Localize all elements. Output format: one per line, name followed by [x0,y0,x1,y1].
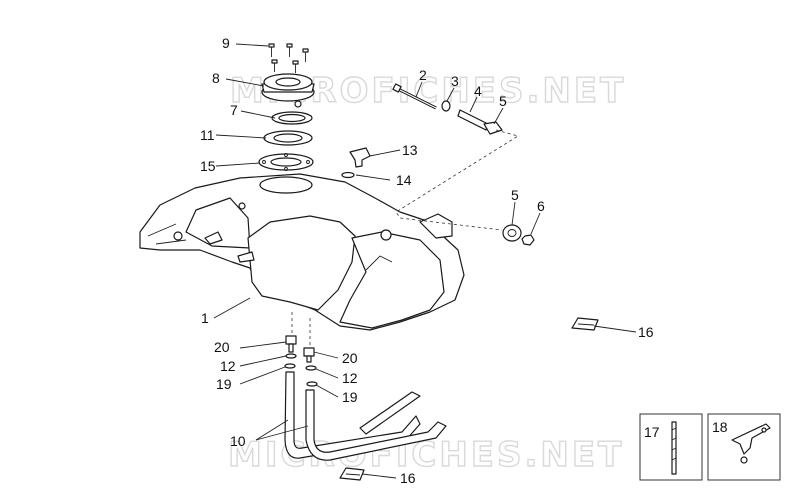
callout-3: 3 [451,73,459,89]
spacer-tube [457,109,489,131]
washer [441,100,451,112]
callout-19-right: 19 [342,389,358,405]
callout-4: 4 [474,83,482,99]
rubber-bushing-upper [483,121,503,135]
callout-11: 11 [200,127,215,143]
callout-12-left: 12 [220,358,236,374]
rubber-pad-lower [339,467,365,481]
o-ring-left [285,353,297,359]
inset-box-18 [707,413,781,481]
callout-18: 18 [712,419,728,435]
callout-20-right: 20 [342,350,358,366]
callout-8: 8 [212,70,220,86]
callout-17: 17 [644,424,660,440]
o-ring-right [305,365,317,371]
callout-14: 14 [396,172,412,188]
rubber-bushing-lower [502,224,522,242]
inset-box-17 [639,413,703,481]
callout-16-upper: 16 [638,324,654,340]
outlet-fitting-right [303,347,315,363]
small-o-ring [341,171,355,179]
nut [521,234,535,246]
callout-7: 7 [230,102,238,118]
filler-flange [263,130,313,146]
flange-seal [258,153,314,171]
callout-2: 2 [419,67,427,83]
callout-9: 9 [222,35,230,51]
rubber-pad-upper [571,317,599,331]
callout-19-left: 19 [216,376,232,392]
fuel-tank [139,173,465,331]
leader-lines [213,43,637,479]
callout-5-lower: 5 [511,187,519,203]
fuel-hoses [284,371,447,461]
screws [268,43,309,73]
callout-10: 10 [230,433,246,449]
pivot-bolt [392,83,437,110]
breather-fitting [349,147,371,168]
clamp-right [306,381,318,387]
callout-labels: 9 8 7 11 15 2 3 4 5 13 14 5 6 1 16 20 12… [200,35,728,486]
callout-13: 13 [402,142,418,158]
callout-12-right: 12 [342,370,358,386]
callout-6: 6 [537,198,545,214]
outlet-fitting-left [285,335,297,353]
callout-20-left: 20 [214,339,230,355]
filler-cap [261,73,315,108]
clamp-left [284,363,296,369]
cap-gasket [271,111,313,125]
callout-15: 15 [200,158,216,174]
callout-16-lower: 16 [400,470,416,486]
callout-5-upper: 5 [499,93,507,109]
callout-1: 1 [201,310,209,326]
